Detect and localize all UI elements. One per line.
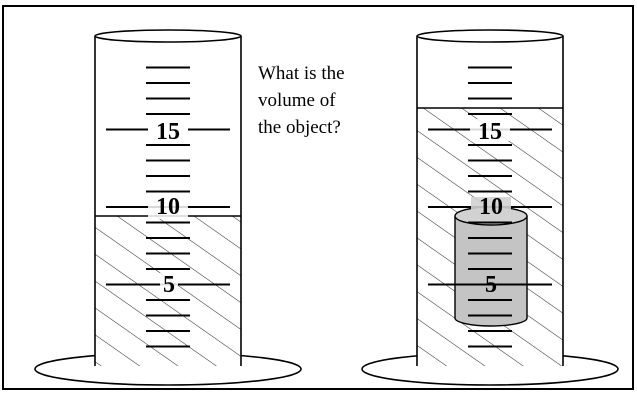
right-cylinder-rim <box>416 29 564 43</box>
question-line-1: What is the <box>258 63 345 84</box>
right-graduated-cylinder: 15 10 5 <box>361 29 619 386</box>
right-label-5: 5 <box>485 272 497 298</box>
question-line-2: volume of <box>258 90 336 111</box>
left-tick-marks <box>106 66 230 348</box>
left-label-10: 10 <box>156 194 180 220</box>
right-label-15: 15 <box>478 119 502 145</box>
question: What is the volume of the object? <box>258 63 345 138</box>
submerged-object <box>454 206 528 327</box>
right-label-10: 10 <box>479 194 503 220</box>
left-label-5: 5 <box>163 272 175 298</box>
question-line-3: the object? <box>258 117 341 138</box>
right-tick-marks <box>428 66 552 348</box>
frame-border <box>2 5 634 390</box>
left-graduated-cylinder: 15 10 5 <box>34 29 302 386</box>
left-cylinder-rim <box>94 29 242 43</box>
left-label-15: 15 <box>156 119 180 145</box>
